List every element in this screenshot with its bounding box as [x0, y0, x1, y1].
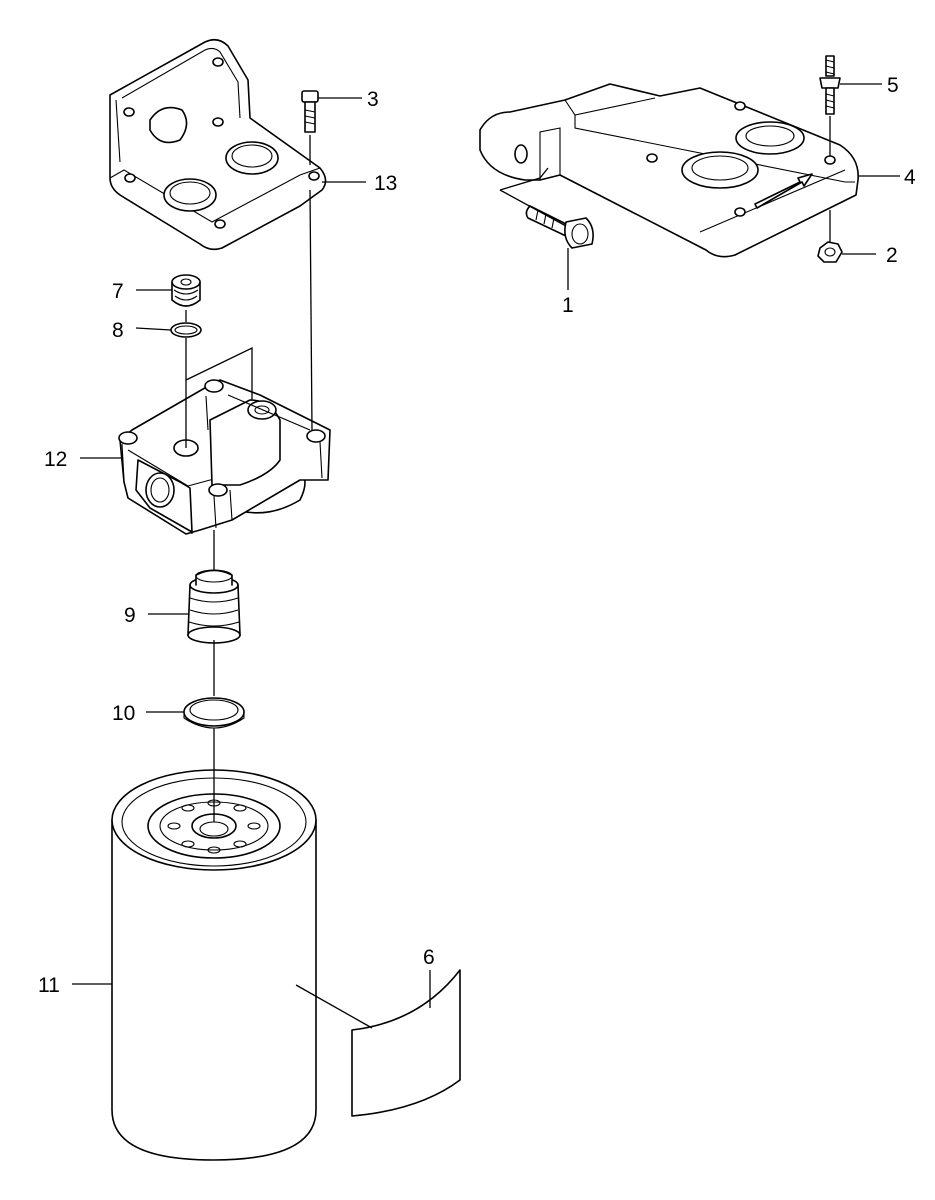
callout-7: 7 [112, 280, 124, 303]
callout-9: 9 [124, 604, 136, 627]
part-8-o-ring [170, 322, 202, 338]
callout-3: 3 [367, 88, 379, 111]
part-6-label [351, 969, 461, 1117]
callout-13: 13 [374, 172, 397, 195]
part-4-mounting-plate [479, 83, 859, 258]
callout-8: 8 [112, 319, 124, 342]
part-12-filter-head [118, 379, 331, 535]
part-5-stud [819, 55, 841, 115]
callout-12: 12 [44, 448, 67, 471]
cartridge-port-holes [167, 799, 261, 854]
callout-6: 6 [423, 946, 435, 969]
assembly-lines [72, 83, 900, 1029]
callout-11: 11 [38, 974, 60, 997]
part-9-nipple-adapter [187, 569, 241, 644]
part-7-plug [171, 274, 201, 307]
part-13-mounting-bracket [109, 38, 327, 251]
callout-1: 1 [562, 294, 574, 317]
callout-labels: 1 2 3 4 5 6 7 8 9 10 11 12 13 [38, 74, 916, 997]
part-10-gasket [183, 697, 245, 729]
callout-4: 4 [904, 166, 916, 189]
part-3-bolt [301, 90, 319, 133]
callout-5: 5 [887, 74, 899, 97]
callout-2: 2 [886, 244, 898, 267]
callout-10: 10 [112, 702, 135, 725]
part-2-nut [817, 241, 843, 263]
part-1-bolt [525, 205, 594, 249]
part-11-filter-cartridge [111, 769, 317, 1161]
